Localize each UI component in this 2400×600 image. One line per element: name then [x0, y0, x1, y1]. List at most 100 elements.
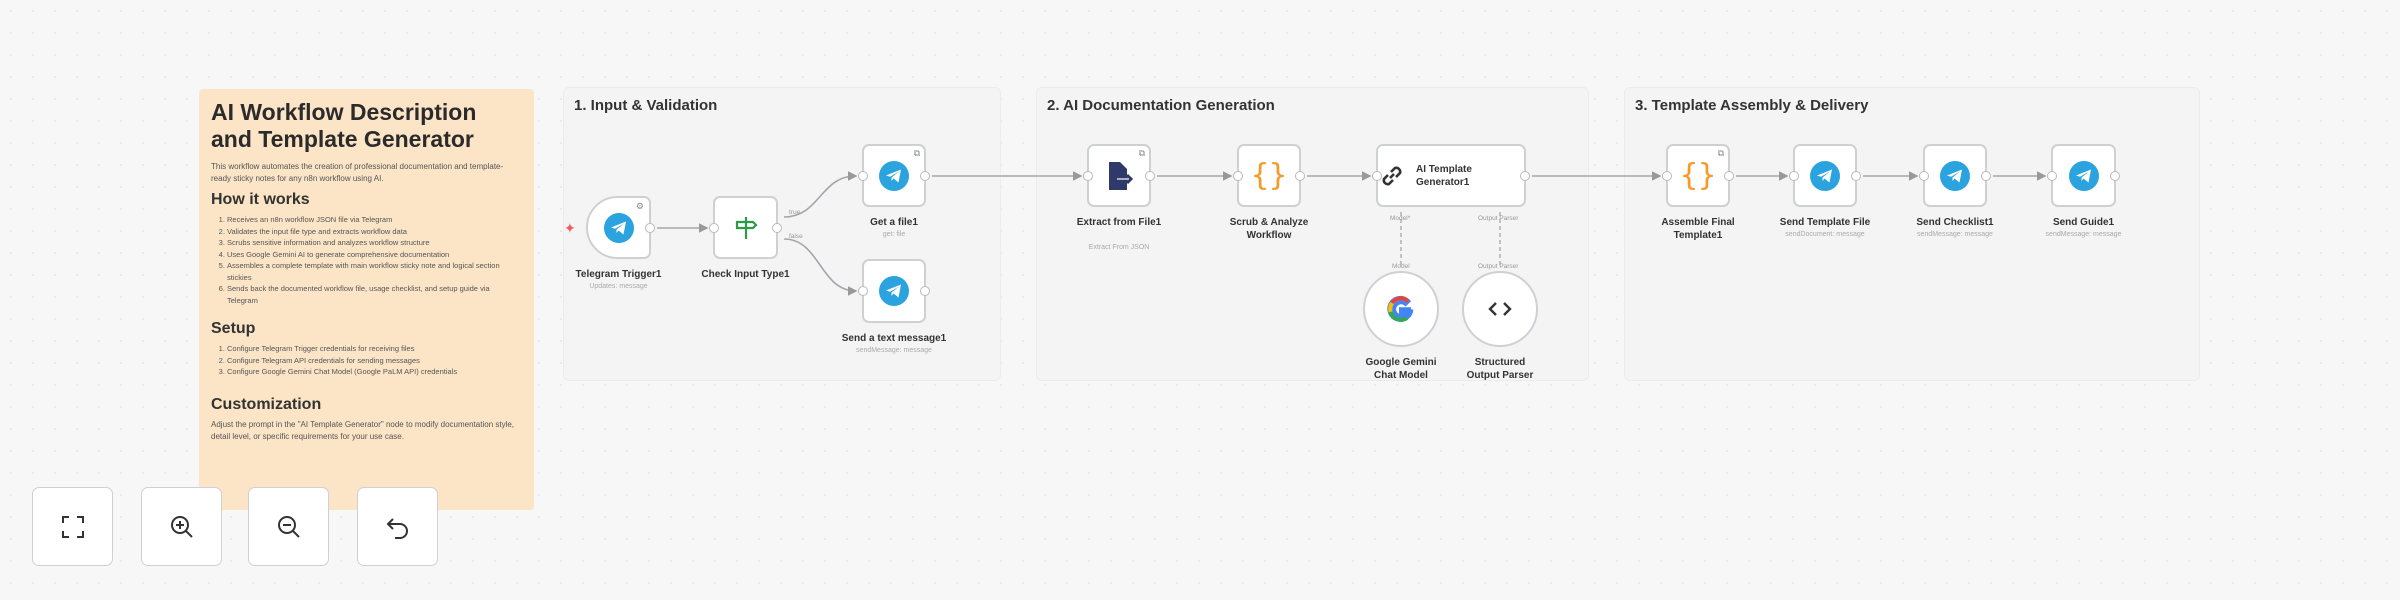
- how-item: Uses Google Gemini AI to generate compre…: [227, 249, 522, 261]
- node-label: Extract from File1: [1076, 217, 1162, 228]
- node-label: Send a text message1: [841, 333, 947, 344]
- fit-view-icon: [59, 513, 87, 541]
- how-item: Receives an n8n workflow JSON file via T…: [227, 214, 522, 226]
- node-subtitle: sendMessage: message: [856, 347, 932, 354]
- node-label: Scrub & Analyze Workflow: [1229, 217, 1309, 241]
- input-port[interactable]: [1919, 170, 1929, 181]
- input-port[interactable]: [1789, 170, 1799, 181]
- sticky-note[interactable]: AI Workflow Description and Template Gen…: [199, 89, 534, 510]
- telegram-icon: [2068, 160, 2099, 191]
- node-label: Assemble Final Template1: [1661, 217, 1735, 241]
- sticky-intro: This workflow automates the creation of …: [211, 162, 504, 183]
- telegram-icon: [1940, 160, 1970, 191]
- output-port[interactable]: [1145, 170, 1155, 181]
- zoom-out-icon: [275, 513, 303, 541]
- zoom-in-icon: [168, 513, 196, 541]
- group-template-assembly[interactable]: 3. Template Assembly & Delivery: [1624, 87, 2200, 381]
- how-item: Scrubs sensitive information and analyze…: [227, 237, 522, 249]
- sticky-title: AI Workflow Description and Template Gen…: [211, 99, 477, 152]
- output-port[interactable]: [1295, 170, 1305, 181]
- telegram-icon: [1810, 160, 1840, 191]
- output-port[interactable]: [772, 222, 782, 233]
- node-telegram-trigger1[interactable]: ⚙: [586, 196, 655, 259]
- node-subtitle: sendDocument: message: [1785, 231, 1865, 238]
- node-scrub-analyze-workflow[interactable]: {}: [1233, 144, 1305, 207]
- fit-view-button[interactable]: [32, 487, 113, 566]
- output-port[interactable]: [1724, 170, 1734, 181]
- pin-icon: ⧉: [1138, 148, 1145, 158]
- input-port[interactable]: [1372, 170, 1382, 181]
- node-subtitle: Extract From JSON: [1088, 244, 1150, 251]
- gear-icon: ⚙: [635, 201, 644, 211]
- node-get-a-file1[interactable]: ⧉: [858, 144, 930, 207]
- code-braces-icon: {}: [1679, 158, 1717, 193]
- port-label-parser-in: Output Parser: [1478, 263, 1519, 270]
- setup-heading: Setup: [211, 320, 256, 337]
- input-port[interactable]: [858, 286, 868, 296]
- group-title: 1. Input & Validation: [574, 97, 718, 114]
- output-port[interactable]: [2110, 170, 2120, 181]
- node-send-template-file[interactable]: [1789, 144, 1861, 207]
- node-assemble-final-template1[interactable]: {}⧉: [1662, 144, 1734, 207]
- input-port[interactable]: [1233, 170, 1243, 181]
- node-label: Google Gemini Chat Model: [1365, 357, 1437, 381]
- node-send-guide1[interactable]: [2047, 144, 2120, 207]
- output-port[interactable]: [645, 222, 655, 233]
- node-subtitle: Updates: message: [589, 283, 648, 290]
- how-item: Assembles a complete template with main …: [227, 260, 522, 283]
- output-port[interactable]: [1981, 170, 1991, 181]
- code-braces-icon: {}: [1250, 158, 1288, 193]
- input-port[interactable]: [858, 170, 868, 181]
- group-title: 3. Template Assembly & Delivery: [1635, 97, 1869, 114]
- input-port[interactable]: [1662, 170, 1672, 181]
- add-trigger-icon[interactable]: ✦: [564, 220, 576, 236]
- signpost-icon: [731, 213, 761, 243]
- zoom-out-button[interactable]: [248, 487, 329, 566]
- telegram-icon: [879, 160, 909, 191]
- node-google-gemini-chat-model[interactable]: [1363, 271, 1439, 347]
- node-structured-output-parser[interactable]: [1462, 271, 1538, 347]
- node-subtitle: get: file: [882, 231, 906, 238]
- how-item: Validates the input file type and extrac…: [227, 226, 522, 238]
- extract-file-icon: [1104, 160, 1134, 192]
- output-port[interactable]: [920, 286, 930, 296]
- undo-icon: [384, 513, 412, 541]
- input-port[interactable]: [2047, 170, 2057, 181]
- port-label-parser: Output Parser: [1478, 215, 1519, 222]
- google-icon: [1387, 295, 1415, 323]
- port-label-false: false: [789, 233, 803, 240]
- node-check-input-type1[interactable]: [709, 196, 782, 259]
- node-label: Send Guide1: [2052, 217, 2115, 228]
- code-brackets-icon: [1487, 299, 1513, 319]
- undo-button[interactable]: [357, 487, 438, 566]
- telegram-icon: [603, 212, 634, 243]
- output-port[interactable]: [1520, 170, 1530, 181]
- node-send-a-text-message1[interactable]: [858, 259, 930, 323]
- node-extract-from-file1[interactable]: ⧉: [1083, 144, 1155, 207]
- node-label: Get a file1: [870, 217, 918, 228]
- group-title: 2. AI Documentation Generation: [1047, 97, 1275, 114]
- node-label: Check Input Type1: [701, 269, 790, 280]
- setup-item: Configure Telegram API credentials for s…: [227, 355, 522, 367]
- node-send-checklist1[interactable]: [1919, 144, 1991, 207]
- customization-text: Adjust the prompt in the "AI Template Ge…: [211, 419, 515, 441]
- input-port[interactable]: [709, 222, 719, 233]
- output-port[interactable]: [1851, 170, 1861, 181]
- port-label-model-in: Model: [1392, 263, 1410, 270]
- connection: [783, 171, 858, 218]
- connection: [783, 238, 858, 296]
- port-label-model: Model*: [1390, 215, 1411, 222]
- output-port[interactable]: [920, 170, 930, 181]
- setup-item: Configure Google Gemini Chat Model (Goog…: [227, 366, 522, 378]
- input-port[interactable]: [1083, 170, 1093, 181]
- setup-item: Configure Telegram Trigger credentials f…: [227, 343, 522, 355]
- pin-icon: ⧉: [913, 148, 920, 158]
- how-heading: How it works: [211, 191, 310, 208]
- chain-link-icon: [1378, 162, 1406, 190]
- setup-list: Configure Telegram Trigger credentials f…: [211, 343, 522, 378]
- how-list: Receives an n8n workflow JSON file via T…: [211, 214, 522, 306]
- node-label: Telegram Trigger1: [575, 269, 662, 280]
- node-ai-template-generator1[interactable]: AI Template Generator1: [1372, 144, 1530, 207]
- zoom-in-button[interactable]: [141, 487, 222, 566]
